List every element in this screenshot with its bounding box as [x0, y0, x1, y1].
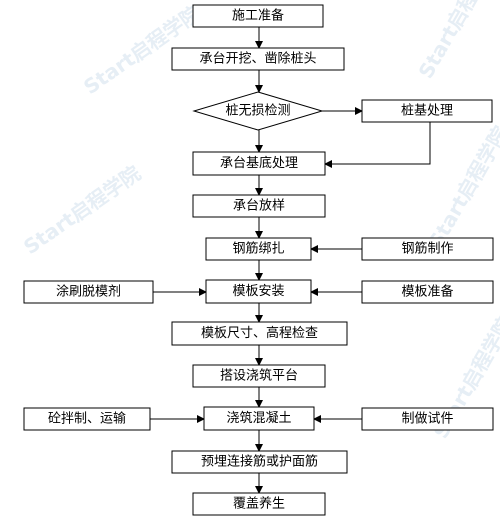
step-rebar-bind [205, 237, 312, 261]
side-pile-base-treat-label: 桩基处理 [401, 104, 453, 119]
step-rebar-bind-label: 钢筋绑扎 [232, 241, 284, 257]
step-cure [192, 492, 326, 516]
arrow-pile-treat-base [324, 122, 431, 168]
step-base-treat-label: 承台基底处理 [220, 155, 298, 171]
watermark: Start启程学院 [424, 122, 500, 253]
side-rebar-make-label: 钢筋制作 [401, 241, 453, 257]
watermark: Start启程学院 [19, 161, 145, 259]
step-platform-label: 搭设浇筑平台 [220, 368, 298, 384]
step-embed-label: 预埋连接筋或护面筋 [201, 454, 318, 470]
connectors [150, 27, 431, 494]
step-prep [192, 4, 324, 28]
step-formwork-check [171, 321, 348, 346]
step-cure-label: 覆盖养生 [233, 496, 285, 512]
main-flow: 施工准备 承台开挖、凿除桩头 桩无损检测 承台基底处理 承台放样 钢筋绑扎 模板… [171, 4, 348, 516]
step-excavate-label: 承台开挖、凿除桩头 [199, 52, 316, 67]
step-layout [192, 194, 326, 218]
step-prep-label: 施工准备 [232, 8, 284, 24]
side-test-block [361, 407, 494, 431]
side-concrete-mix [23, 407, 151, 431]
step-formwork-check-label: 模板尺寸、高程检查 [201, 325, 318, 341]
side-release-agent-label: 涂刷脱模剂 [56, 284, 121, 300]
side-test-block-label: 制做试件 [401, 412, 453, 427]
step-pour [203, 406, 315, 431]
decision-pile-test [192, 91, 324, 131]
step-excavate [171, 47, 345, 71]
step-formwork-install [205, 279, 312, 304]
decision-pile-test-label: 桩无损检测 [225, 104, 290, 119]
step-formwork-install-label: 模板安装 [232, 284, 284, 299]
side-formwork-prep-label: 模板准备 [401, 284, 453, 300]
watermark: Start启程学院 [414, 0, 500, 82]
side-pile-base-treat [361, 99, 493, 123]
step-pour-label: 浇筑混凝土 [226, 410, 291, 426]
step-layout-label: 承台放样 [233, 199, 285, 214]
side-inputs: 桩基处理 钢筋制作 涂刷脱模剂 模板准备 砼拌制、运输 制做试件 [23, 99, 494, 431]
side-concrete-mix-label: 砼拌制、运输 [48, 411, 126, 427]
step-embed [171, 450, 348, 474]
side-rebar-make [361, 237, 494, 261]
side-release-agent [23, 280, 154, 304]
step-platform [192, 364, 326, 388]
side-formwork-prep [361, 280, 494, 304]
step-base-treat [192, 151, 326, 176]
